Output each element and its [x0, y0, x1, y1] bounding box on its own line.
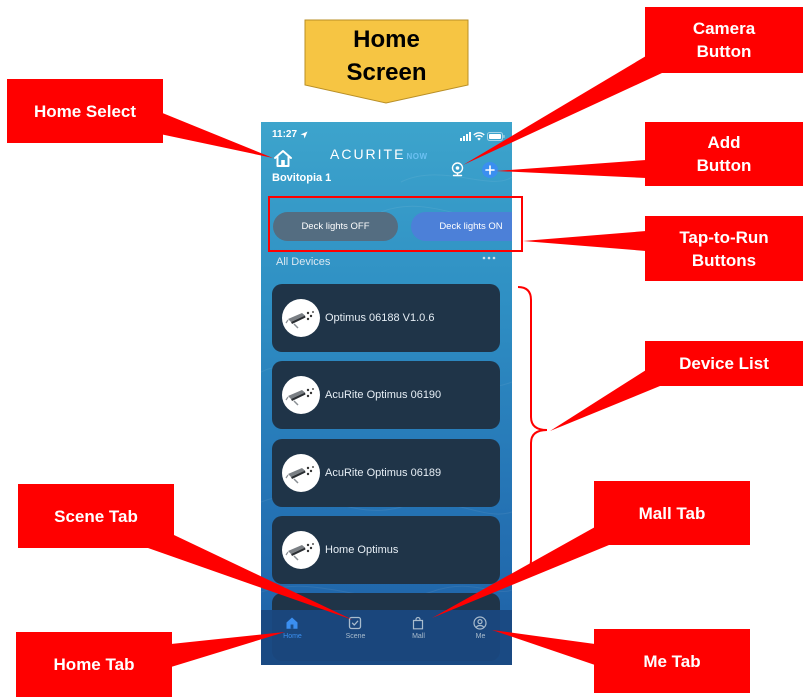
me-icon [473, 616, 487, 630]
device-name: AcuRite Optimus 06189 [325, 467, 442, 479]
callout-text: Tap-to-Run [679, 227, 769, 247]
logo-suffix: NOW [406, 152, 428, 161]
device-name: AcuRite Optimus 06190 [325, 389, 442, 401]
callout-text: Add [707, 133, 741, 152]
acurite-logo: ACURITE NOW [330, 146, 428, 162]
device-card[interactable]: Home Optimus [272, 516, 500, 584]
weather-sensor-icon [282, 299, 320, 337]
callout-text: Home Select [33, 101, 137, 121]
home-select-icon[interactable] [273, 149, 293, 168]
callout-text: Scene Tab [54, 506, 138, 526]
tab-scene[interactable]: Scene [324, 610, 387, 665]
logo-brand: ACURITE [330, 146, 406, 162]
home-select-callout: Home Select [7, 79, 163, 143]
more-icon[interactable] [482, 255, 496, 261]
scene-icon [348, 616, 362, 630]
mall-icon [412, 616, 424, 630]
tab-label: Home [283, 633, 302, 640]
tap-to-run-callout: Tap-to-Run Buttons [645, 216, 803, 281]
callout-text: Buttons [691, 250, 757, 270]
tap-to-run-label: Deck lights ON [439, 221, 503, 232]
weather-sensor-icon [282, 454, 320, 492]
callout-text: Button [696, 156, 752, 175]
device-list-callout: Device List [645, 341, 803, 386]
tap-to-run-deck-lights-off[interactable]: Deck lights OFF [273, 212, 398, 241]
callout-text: Camera [692, 19, 756, 38]
weather-sensor-icon [282, 531, 320, 569]
device-card[interactable]: AcuRite Optimus 06190 [272, 361, 500, 429]
camera-icon[interactable] [450, 162, 465, 177]
signal-icon [460, 132, 471, 141]
home-icon [286, 617, 298, 629]
add-button-pointer [496, 160, 646, 178]
home-tab-callout: Home Tab [16, 632, 172, 697]
add-button-callout: Add Button [645, 122, 803, 186]
home-name[interactable]: Bovitopia 1 [272, 172, 332, 184]
all-devices-title: All Devices [276, 256, 331, 268]
add-icon[interactable] [482, 162, 498, 178]
device-name: Home Optimus [325, 544, 399, 556]
bottom-tab-bar: Home Scene Mall Me [261, 610, 512, 665]
location-arrow-icon [300, 131, 308, 139]
tab-label: Me [475, 633, 486, 640]
camera-button-callout: Camera Button [645, 7, 803, 73]
tap-to-run-label: Deck lights OFF [301, 221, 370, 232]
tab-me[interactable]: Me [449, 610, 512, 665]
tap-to-run-pointer [523, 231, 646, 251]
tab-home[interactable]: Home [261, 610, 324, 665]
tab-label: Mall [412, 633, 425, 640]
callout-text: Mall Tab [638, 503, 706, 523]
tap-to-run-deck-lights-on[interactable]: Deck lights ON [411, 212, 512, 241]
home-screen-banner: Home Screen [304, 19, 469, 104]
banner-line-1: Home [353, 26, 420, 53]
status-time: 11:27 [272, 129, 298, 140]
callout-text: Home Tab [53, 655, 135, 674]
device-card[interactable]: Optimus 06188 V1.0.6 [272, 284, 500, 352]
phone-screen: 11:27 Bovitopia 1 ACURITE NOW [261, 122, 512, 665]
home-select-pointer [160, 112, 273, 158]
banner-arrow-shape [304, 19, 469, 104]
callout-text: Button [696, 42, 752, 61]
me-tab-callout: Me Tab [594, 629, 750, 693]
banner-line-2: Screen [346, 59, 427, 86]
device-card[interactable]: AcuRite Optimus 06189 [272, 439, 500, 507]
scene-tab-callout: Scene Tab [18, 484, 174, 548]
callout-text: Me Tab [643, 651, 701, 671]
device-name: Optimus 06188 V1.0.6 [325, 312, 435, 324]
tab-label: Scene [345, 633, 366, 640]
device-list-pointer [550, 370, 660, 431]
tab-mall[interactable]: Mall [387, 610, 450, 665]
battery-icon [487, 132, 505, 141]
weather-sensor-icon [282, 376, 320, 414]
mall-tab-callout: Mall Tab [594, 481, 750, 545]
device-list-bracket [517, 286, 548, 574]
wifi-icon [473, 132, 485, 141]
callout-text: Device List [679, 354, 769, 373]
